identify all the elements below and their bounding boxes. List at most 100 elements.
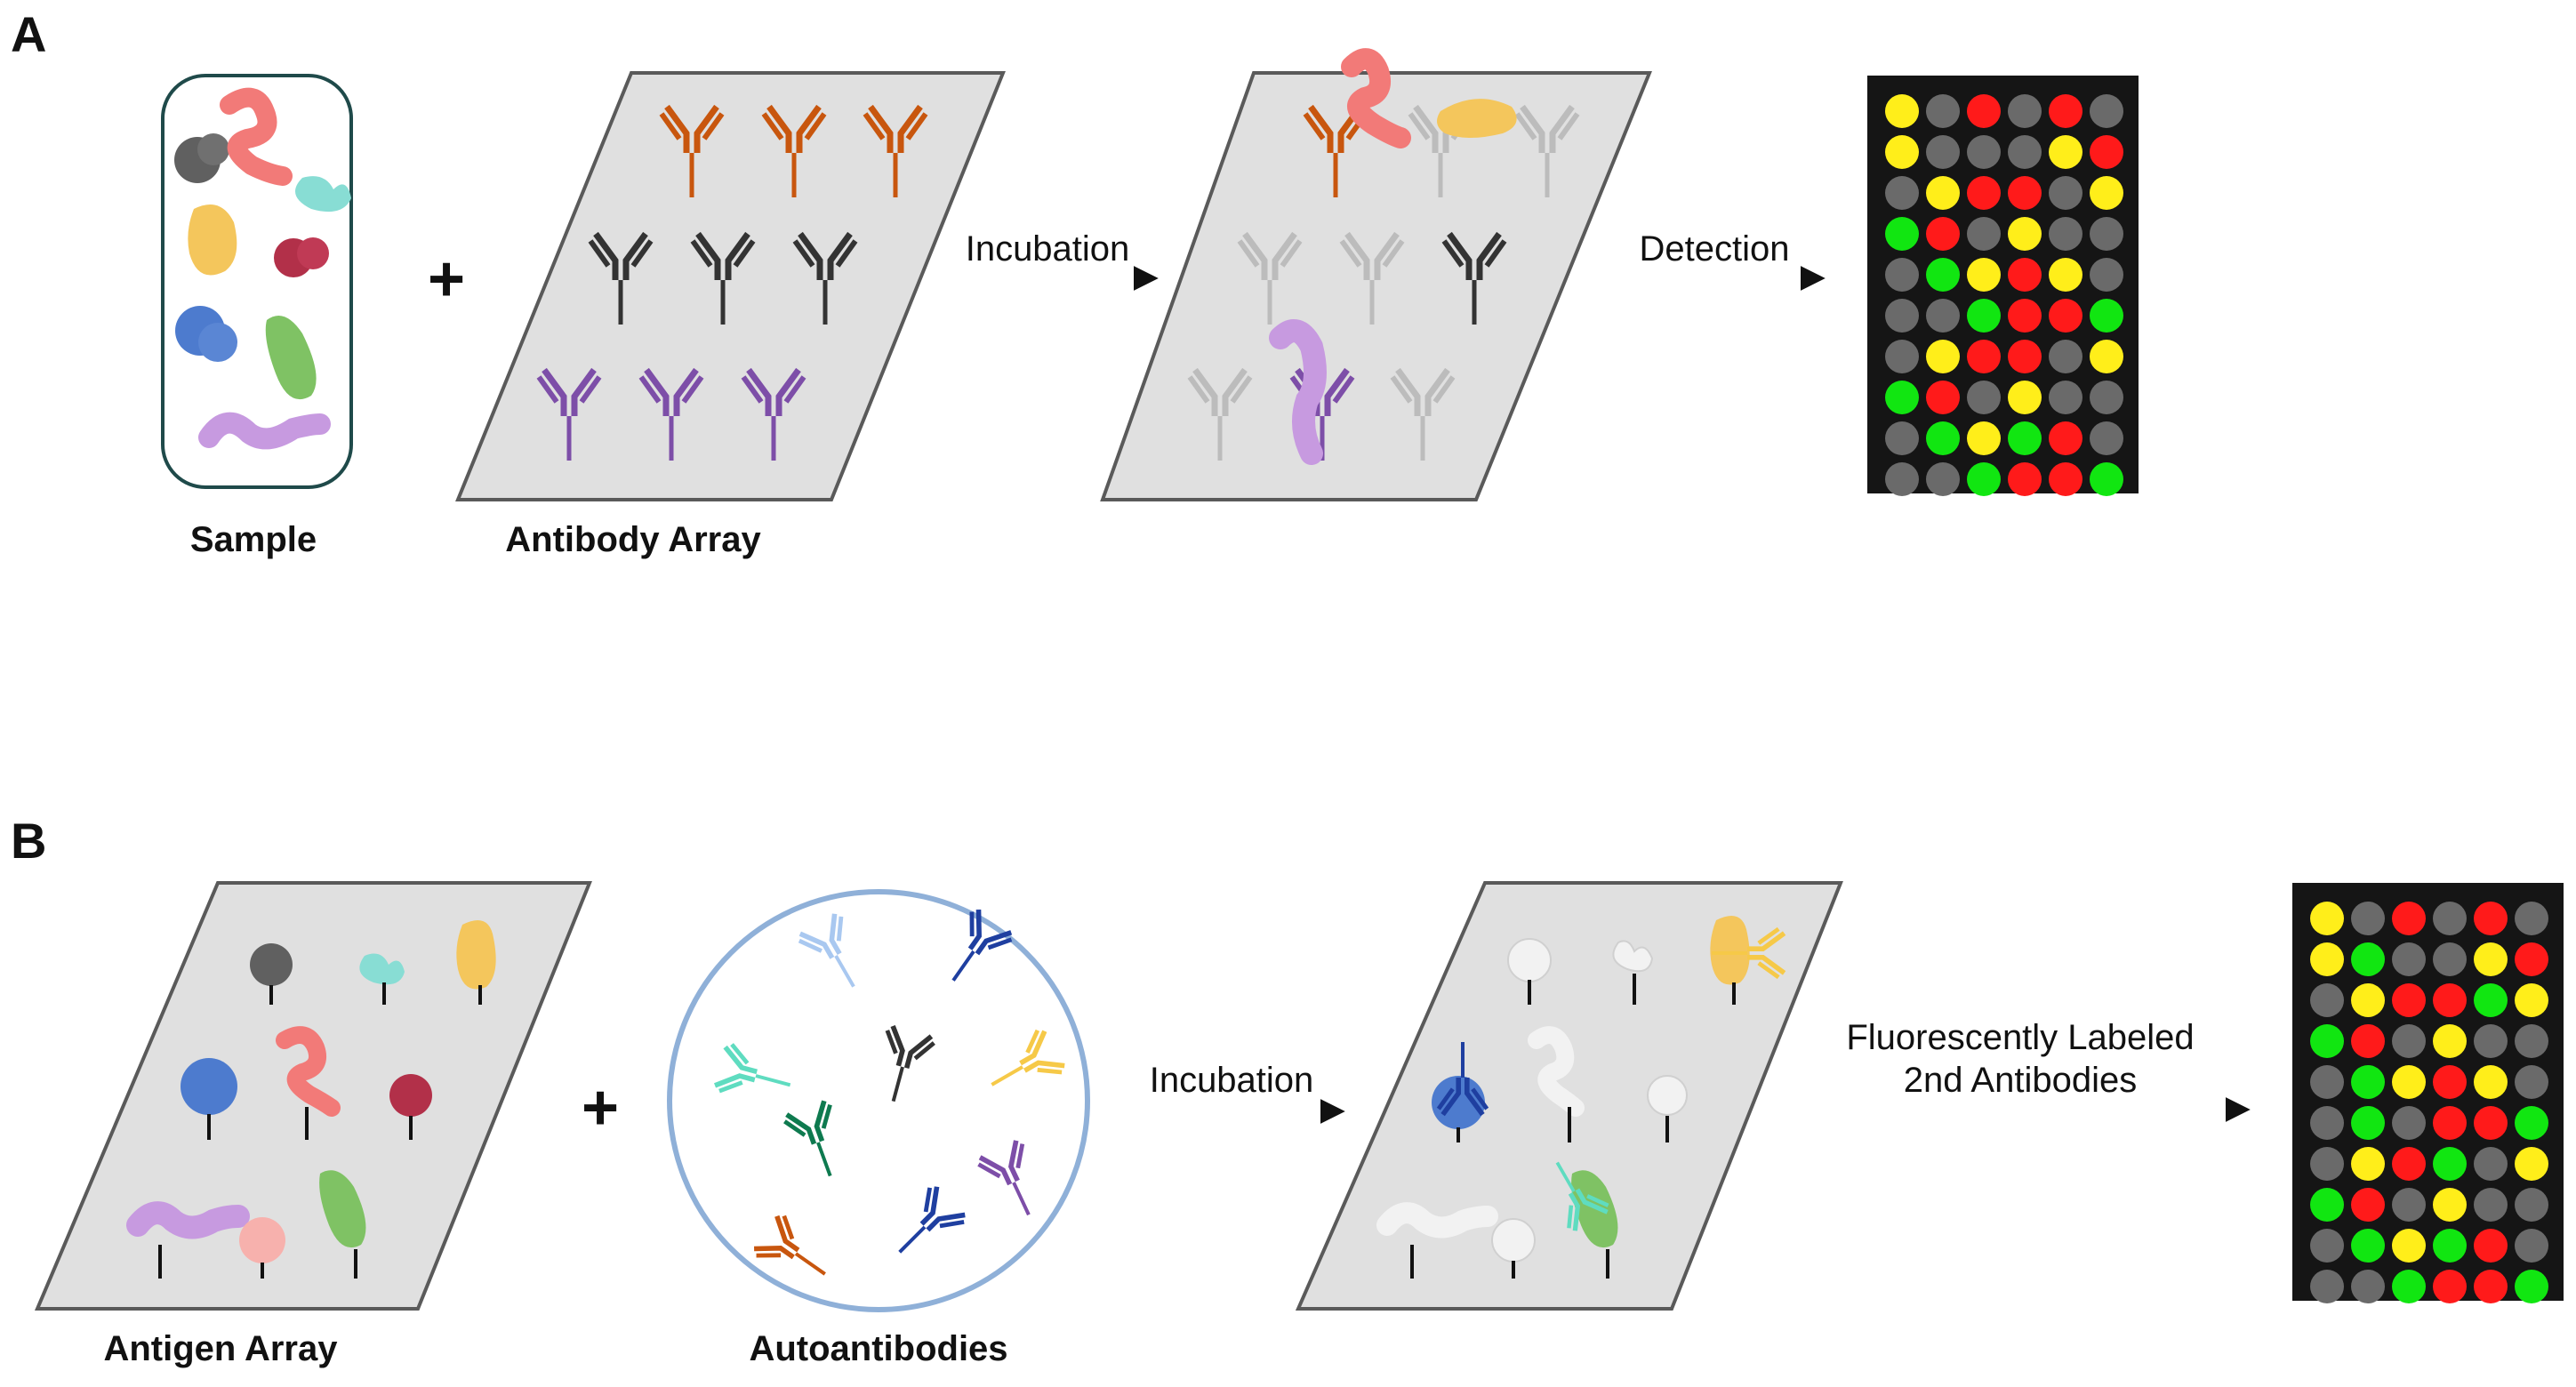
- microarray-spot: [2090, 94, 2123, 128]
- protein-red-coil: [220, 87, 293, 186]
- microarray-spot: [2433, 1024, 2467, 1058]
- microarray-spot: [2310, 1024, 2344, 1058]
- protein-crimson-blob: [274, 237, 329, 277]
- incubation-label-a: Incubation: [966, 229, 1130, 269]
- microarray-spot: [1926, 176, 1960, 210]
- microarray-spot: [2474, 1147, 2508, 1181]
- microarray-spot: [2351, 1065, 2385, 1099]
- microarray-spot: [2310, 1229, 2344, 1263]
- microarray-spot: [1967, 94, 2001, 128]
- microarray-spot: [1967, 135, 2001, 169]
- microarray-spot: [2515, 1065, 2548, 1099]
- microarray-spot: [2008, 217, 2042, 251]
- microarray-spot: [2433, 1147, 2467, 1181]
- microarray-spot: [2474, 983, 2508, 1017]
- microarray-spot: [2090, 135, 2123, 169]
- plus-sign-a: +: [428, 244, 465, 315]
- microarray-spot: [1926, 462, 1960, 496]
- microarray-spot: [2310, 1188, 2344, 1222]
- antigen-red-coil: [276, 1026, 341, 1140]
- microarray-spot: [1967, 340, 2001, 373]
- antigen-purple: [126, 1201, 250, 1279]
- microarray-spot: [2433, 1270, 2467, 1303]
- microarray-spot: [1926, 299, 1960, 333]
- fluorescent-label-line2: 2nd Antibodies: [1904, 1061, 2137, 1100]
- microarray-spot: [2515, 1229, 2548, 1263]
- microarray-spot: [2515, 942, 2548, 976]
- antigen-array-label: Antigen Array: [103, 1329, 338, 1368]
- microarray-spot: [1926, 381, 1960, 414]
- microarray-spot: [2515, 983, 2548, 1017]
- microarray-spot: [2351, 902, 2385, 935]
- microarray-spot: [2392, 983, 2426, 1017]
- microarray-spot: [1885, 462, 1919, 496]
- antigen-array-slide: [34, 881, 592, 1311]
- antibody-array-label: Antibody Array: [505, 520, 761, 559]
- microarray-spot: [2515, 902, 2548, 935]
- microarray-spot: [1885, 340, 1919, 373]
- microarray-spot: [2008, 94, 2042, 128]
- autoantibodies-pool: [667, 889, 1090, 1312]
- microarray-spot: [2351, 983, 2385, 1017]
- microarray-spot: [2474, 1106, 2508, 1140]
- microarray-spot: [2049, 94, 2082, 128]
- microarray-spot: [1967, 462, 2001, 496]
- microarray-spot: [2433, 942, 2467, 976]
- microarray-spot: [2351, 1024, 2385, 1058]
- microarray-spot: [1885, 94, 1919, 128]
- microarray-spot: [2474, 1065, 2508, 1099]
- microarray-spot: [2008, 421, 2042, 455]
- fluorescent-label-line1: Fluorescently Labeled: [1846, 1018, 2194, 1057]
- microarray-spot: [2515, 1106, 2548, 1140]
- microarray-spot: [2008, 258, 2042, 292]
- microarray-spot: [2090, 176, 2123, 210]
- protein-gray-blob: [174, 133, 229, 183]
- panel-b-letter: B: [11, 813, 46, 869]
- microarray-spot: [2049, 217, 2082, 251]
- microarray-spot: [2433, 1229, 2467, 1263]
- microarray-spot: [1885, 299, 1919, 333]
- bound-yellow-antigen: [1710, 916, 1750, 985]
- microarray-spot: [2310, 1270, 2344, 1303]
- microarray-spot: [1926, 421, 1960, 455]
- microarray-spot: [2090, 299, 2123, 333]
- microarray-spot: [2392, 1024, 2426, 1058]
- microarray-spot: [2008, 381, 2042, 414]
- microarray-spot: [2090, 421, 2123, 455]
- microarray-spot: [2049, 299, 2082, 333]
- bound-yellow-protein: [1437, 99, 1517, 138]
- microarray-spot: [2310, 983, 2344, 1017]
- bound-purple-protein: [1269, 319, 1327, 465]
- microarray-spot: [2474, 902, 2508, 935]
- microarray-spot: [1926, 340, 1960, 373]
- microarray-spot: [2474, 942, 2508, 976]
- antigen-green: [319, 1170, 366, 1279]
- microarray-spot: [1885, 421, 1919, 455]
- incubated-antibody-slide: [1100, 48, 1652, 501]
- microarray-spot: [2433, 983, 2467, 1017]
- microarray-spot: [1967, 299, 2001, 333]
- microarray-spot: [1967, 258, 2001, 292]
- microarray-spot: [1926, 258, 1960, 292]
- microarray-spot: [2049, 176, 2082, 210]
- antigen-yellow: [456, 920, 496, 1005]
- microarray-spot: [2351, 1106, 2385, 1140]
- protein-green-blob: [265, 316, 317, 400]
- protein-blue-blob: [175, 306, 237, 362]
- microarray-spot: [2433, 1106, 2467, 1140]
- microarray-spot: [2090, 340, 2123, 373]
- microarray-spot: [2392, 902, 2426, 935]
- antigen-gray: [250, 943, 293, 1005]
- microarray-spot: [2392, 1065, 2426, 1099]
- microarray-spot: [1885, 258, 1919, 292]
- incubated-antigen-slide: [1295, 881, 1843, 1311]
- microarray-spot: [1926, 135, 1960, 169]
- microarray-spot: [2049, 421, 2082, 455]
- protein-yellow-blob: [188, 204, 237, 276]
- microarray-spot: [2474, 1188, 2508, 1222]
- microarray-spot: [2392, 1147, 2426, 1181]
- microarray-spot: [2392, 1229, 2426, 1263]
- microarray-spot: [2392, 942, 2426, 976]
- detection-label: Detection: [1640, 229, 1790, 269]
